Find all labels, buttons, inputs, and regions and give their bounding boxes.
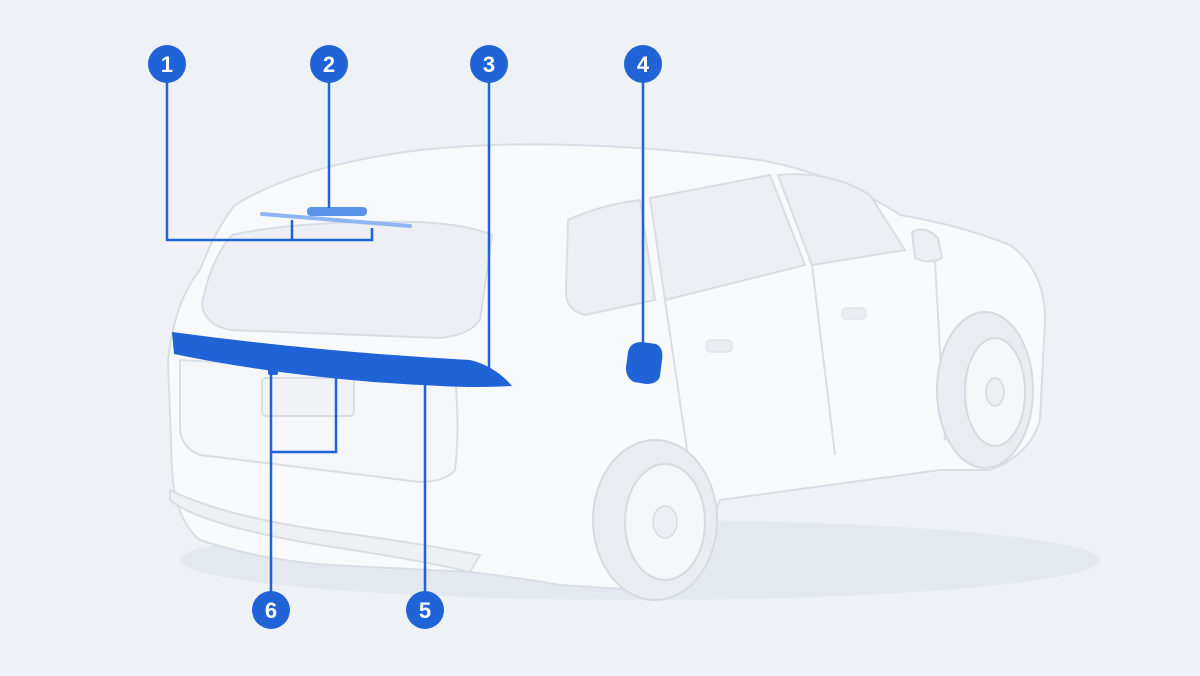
callout-5-label: 5 xyxy=(419,598,431,623)
callout-3-badge xyxy=(470,45,508,83)
spoiler-light-strip xyxy=(260,212,412,228)
charging-port xyxy=(626,342,663,384)
callout-5-badge xyxy=(406,591,444,629)
callout-1-badge xyxy=(148,45,186,83)
callout-2-badge xyxy=(310,45,348,83)
side-mirror xyxy=(910,228,944,263)
car-illustration xyxy=(166,143,1100,601)
front-wheel xyxy=(936,311,1034,469)
rear-door-window xyxy=(648,173,807,302)
callout-3: 3 xyxy=(470,45,508,83)
quarter-window xyxy=(564,198,657,317)
left-rear-sensor xyxy=(268,368,278,375)
leader-6 xyxy=(269,374,338,592)
callout-6-badge xyxy=(252,591,290,629)
rear-bumper xyxy=(169,488,482,574)
callout-1-label: 1 xyxy=(161,52,173,77)
rear-wheel xyxy=(592,439,718,601)
front-door-window xyxy=(776,173,907,267)
callout-4-badge xyxy=(624,45,662,83)
front-door-handle xyxy=(841,307,867,320)
door-seam-front xyxy=(811,264,836,456)
high-mount-camera xyxy=(307,207,367,216)
callout-1: 1 xyxy=(148,45,186,83)
rear-door-handle xyxy=(705,339,733,353)
callout-2: 2 xyxy=(310,45,348,83)
tailgate-panel xyxy=(179,358,459,484)
door-seam-rear xyxy=(664,299,691,471)
callout-5: 5 xyxy=(406,591,444,629)
callout-6: 6 xyxy=(252,591,290,629)
callout-6-label: 6 xyxy=(265,598,277,623)
callout-3-label: 3 xyxy=(483,52,495,77)
callout-4: 4 xyxy=(624,45,662,83)
license-plate xyxy=(261,377,355,417)
highlighted-components xyxy=(172,207,663,387)
callout-4-label: 4 xyxy=(637,52,650,77)
leader-1 xyxy=(165,82,374,242)
rear-window xyxy=(200,220,494,340)
tail-light-strip xyxy=(172,332,512,387)
right-rear-sensor xyxy=(332,370,342,377)
leader-lines xyxy=(165,82,645,592)
callout-2-label: 2 xyxy=(323,52,335,77)
